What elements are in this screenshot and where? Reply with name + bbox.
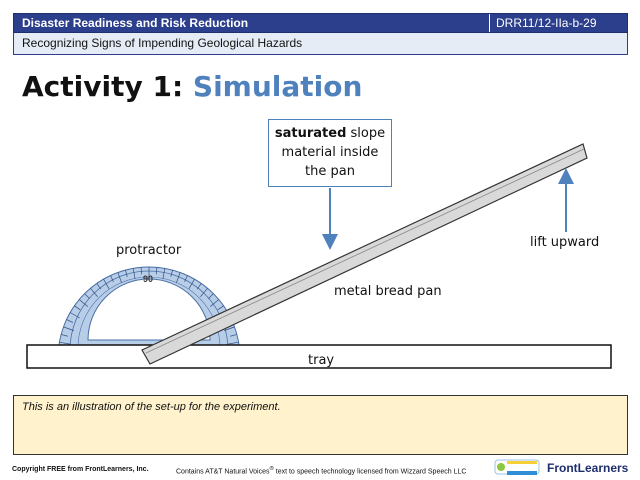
protractor-tick [188, 279, 195, 289]
protractor-tick [103, 279, 110, 289]
speech-notice: Contains AT&T Natural Voices® text to sp… [176, 466, 466, 475]
protractor-tick [59, 341, 71, 345]
saturated-callout: saturated slope material inside the pan [268, 119, 392, 187]
copyright-text: Copyright FREE from FrontLearners, Inc. [12, 466, 149, 473]
protractor-tick [140, 267, 143, 275]
course-title: Disaster Readiness and Risk Reduction [22, 16, 249, 30]
lesson-subtitle: Recognizing Signs of Impending Geologica… [22, 36, 303, 50]
protractor-tick [84, 293, 90, 299]
protractor-tick [200, 288, 208, 297]
protractor-tick [170, 270, 173, 277]
protractor-tick [63, 326, 74, 331]
protractor-tick [125, 270, 128, 277]
protractor-tick [176, 272, 181, 283]
protractor-tick [79, 299, 88, 307]
callout-text-1: slope [346, 126, 386, 141]
protractor-tick [61, 334, 68, 337]
protractor-tick [227, 341, 239, 345]
callout-text-3: the pan [305, 164, 355, 179]
protractor-tick [96, 283, 102, 290]
protractor-tick [224, 326, 235, 331]
header-bar: Disaster Readiness and Risk Reduction DR… [13, 13, 628, 33]
tray-label: tray [308, 353, 335, 368]
frontlearners-logo-icon [494, 459, 540, 475]
protractor-tick [90, 288, 98, 297]
bread-pan-edge [145, 148, 585, 354]
protractor-label: protractor [116, 243, 182, 258]
notes-text: This is an illustration of the set-up fo… [22, 401, 281, 413]
protractor-tick [196, 283, 202, 290]
protractor-tick [184, 275, 188, 283]
protractor-tick [110, 275, 114, 283]
protractor-90-mark: 90 [143, 274, 153, 284]
notes-box: This is an illustration of the set-up fo… [13, 395, 628, 455]
slide-title: Activity 1: Simulation [22, 70, 362, 103]
bread-pan-label: metal bread pan [334, 284, 442, 299]
callout-bold-text: saturated [274, 126, 347, 141]
slide-title-accent: Simulation [192, 70, 363, 103]
callout-text-2: material inside [281, 145, 379, 160]
protractor-tick [74, 305, 81, 311]
protractor-tick [155, 267, 158, 275]
speech-notice-post: text to speech technology licensed from … [273, 468, 467, 476]
slide-title-prefix: Activity 1: [22, 70, 193, 103]
protractor-tick [66, 319, 74, 323]
protractor-tick [217, 305, 224, 311]
protractor-tick [162, 268, 166, 280]
registered-mark: ® [269, 466, 274, 472]
protractor-tick [210, 299, 219, 307]
protractor-tick [132, 268, 136, 280]
protractor-tick [208, 293, 214, 299]
lesson-code: DRR11/12-IIa-b-29 [489, 14, 629, 32]
lift-upward-label: lift upward [530, 235, 600, 250]
speech-notice-pre: Contains AT&T Natural Voices [176, 468, 270, 476]
protractor-tick [117, 272, 122, 283]
frontlearners-logo-text: FrontLearners [547, 461, 629, 475]
protractor-tick [230, 334, 237, 337]
protractor-tick [70, 312, 80, 319]
subheader-bar: Recognizing Signs of Impending Geologica… [13, 33, 628, 55]
